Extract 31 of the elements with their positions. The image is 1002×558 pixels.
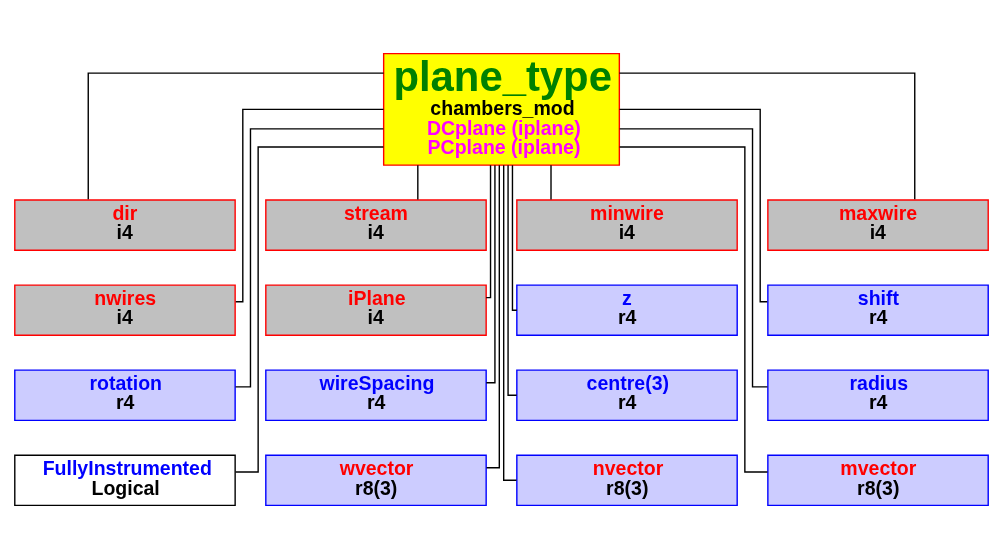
node-box: plane_type chambers_mod DCplane (iplane) PCplane (iplane) [382, 52, 620, 166]
node-box: dir i4 [13, 198, 236, 251]
node-box: wireSpacing r4 [264, 368, 487, 421]
node-box: shift r4 [766, 283, 989, 336]
node-box: centre(3) r4 [515, 368, 738, 421]
connector [618, 108, 768, 302]
connector [416, 164, 419, 200]
node-box: radius r4 [766, 368, 989, 421]
connector [618, 71, 915, 200]
node-box: rotation r4 [13, 368, 236, 421]
connector [618, 145, 768, 473]
connector [485, 164, 491, 298]
connector [511, 164, 517, 311]
connector [234, 108, 384, 302]
node-box: FullyInstrumented Logical [13, 454, 236, 506]
node-box: minwire i4 [515, 198, 738, 251]
node-box: z r4 [515, 283, 738, 336]
connector [549, 164, 552, 200]
node-box: wvector r8(3) [264, 454, 487, 506]
connector [87, 71, 384, 200]
connector [485, 164, 496, 383]
node-box: iPlane i4 [264, 283, 487, 336]
node-box: stream i4 [264, 198, 487, 251]
node-box: nwires i4 [13, 283, 236, 336]
node-box: nvector r8(3) [515, 454, 738, 506]
connector [234, 145, 384, 473]
node-box: mvector r8(3) [766, 454, 989, 506]
connector [506, 163, 517, 396]
connector [485, 164, 500, 468]
node-box: maxwire i4 [766, 198, 989, 251]
connector [502, 164, 517, 481]
